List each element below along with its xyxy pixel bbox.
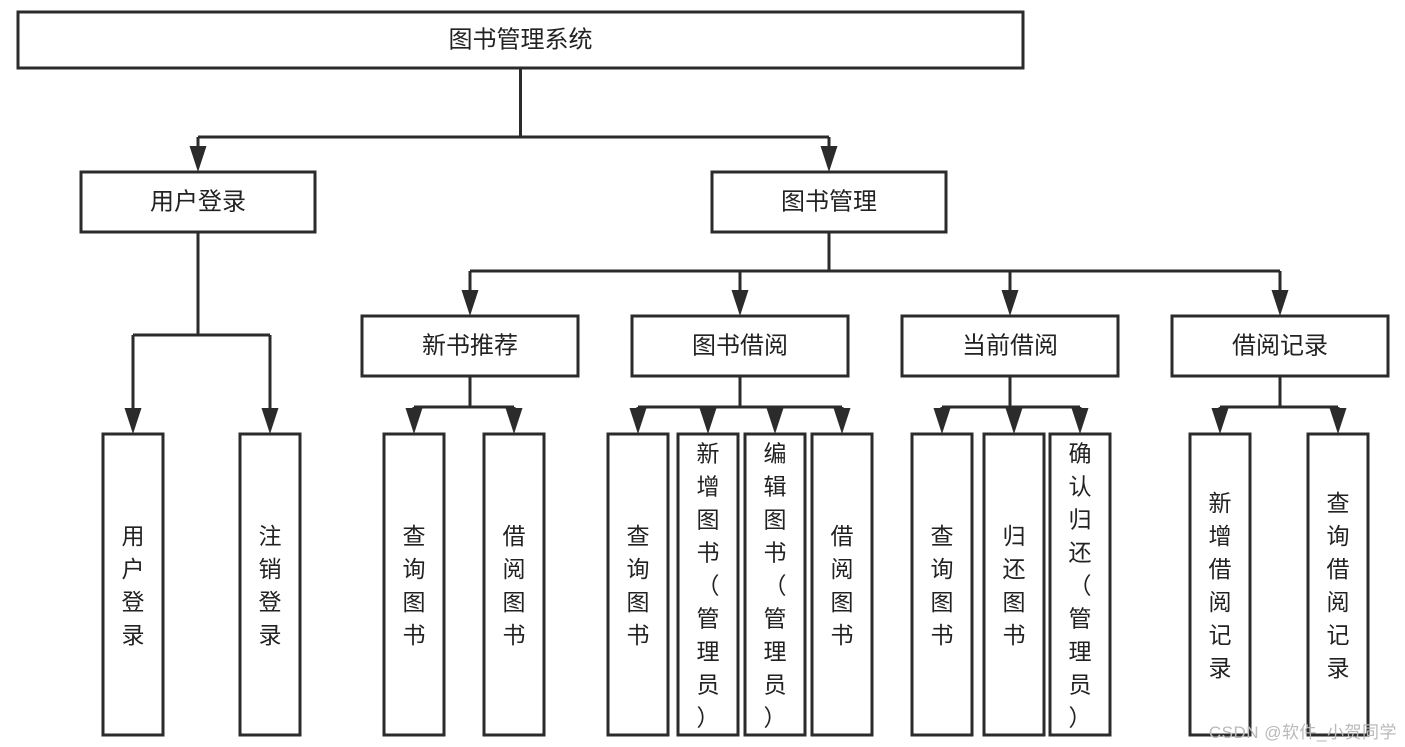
arrow-head-icon — [629, 408, 647, 434]
arrow-head-icon — [505, 408, 523, 434]
node-用户登录-label: 用户登录 — [122, 523, 145, 648]
node-新书推荐-label: 新书推荐 — [422, 332, 518, 359]
csdn-watermark: CSDN @软件_小贺同学 — [1208, 723, 1397, 742]
node-图书管理系统-group[interactable]: 图书管理系统 — [16, 10, 1025, 70]
arrow-head-icon — [820, 146, 838, 172]
node-查询图书-label: 查询图书 — [403, 523, 426, 648]
node-查询图书-box[interactable] — [606, 432, 670, 737]
arrow-head-icon — [731, 290, 749, 316]
arrow-head-icon — [766, 408, 784, 434]
connector-group-root — [189, 68, 838, 172]
node-图书借阅-group[interactable]: 图书借阅 — [630, 314, 850, 378]
connector-group-l1_0 — [124, 232, 279, 434]
node-查询图书-label: 查询图书 — [627, 523, 650, 648]
node-查询借阅记录-box[interactable] — [1306, 432, 1370, 737]
node-新增图书管理员-box[interactable] — [676, 432, 740, 737]
arrow-head-icon — [833, 408, 851, 434]
node-用户登录-group[interactable]: 用户登录 — [79, 170, 317, 234]
node-图书借阅-box[interactable] — [630, 314, 850, 378]
connector-group-l2_3 — [1211, 376, 1347, 434]
node-查询图书-group[interactable]: 查询图书 — [606, 432, 670, 737]
node-当前借阅-box[interactable] — [900, 314, 1120, 378]
arrow-head-icon — [124, 408, 142, 434]
arrow-head-icon — [261, 408, 279, 434]
node-图书管理-label: 图书管理 — [781, 188, 877, 215]
connector-group-l2_1 — [629, 376, 851, 434]
node-图书管理-box[interactable] — [710, 170, 948, 234]
node-当前借阅-group[interactable]: 当前借阅 — [900, 314, 1120, 378]
node-用户登录-box[interactable] — [101, 432, 165, 737]
node-注销登录-label: 注销登录 — [259, 523, 282, 648]
node-借阅图书-box[interactable] — [482, 432, 546, 737]
arrow-head-icon — [933, 408, 951, 434]
node-借阅图书-group[interactable]: 借阅图书 — [482, 432, 546, 737]
node-确认归还管理员-group[interactable]: 确认归还（管理员） — [1048, 432, 1112, 737]
node-图书借阅-label: 图书借阅 — [692, 332, 788, 359]
arrow-head-icon — [461, 290, 479, 316]
node-编辑图书管理员-box[interactable] — [743, 432, 807, 737]
connector-layer — [124, 68, 1347, 434]
node-新书推荐-group[interactable]: 新书推荐 — [360, 314, 580, 378]
arrow-head-icon — [1211, 408, 1229, 434]
node-新增图书管理员-label: 新增图书（管理员） — [697, 441, 720, 731]
node-图书管理系统-box[interactable] — [16, 10, 1025, 70]
arrow-head-icon — [1001, 290, 1019, 316]
node-确认归还管理员-box[interactable] — [1048, 432, 1112, 737]
node-查询借阅记录-group[interactable]: 查询借阅记录 — [1306, 432, 1370, 737]
node-编辑图书管理员-label: 编辑图书（管理员） — [764, 441, 787, 731]
node-注销登录-group[interactable]: 注销登录 — [238, 432, 302, 737]
node-图书管理-group[interactable]: 图书管理 — [710, 170, 948, 234]
node-查询图书-label: 查询图书 — [931, 523, 954, 648]
arrow-head-icon — [699, 408, 717, 434]
arrow-head-icon — [1005, 408, 1023, 434]
node-layer: 图书管理系统用户登录图书管理新书推荐图书借阅当前借阅借阅记录用户登录注销登录查询… — [16, 10, 1390, 737]
arrow-head-icon — [1271, 290, 1289, 316]
node-借阅记录-label: 借阅记录 — [1232, 332, 1328, 359]
node-新增图书管理员-group[interactable]: 新增图书（管理员） — [676, 432, 740, 737]
arrow-head-icon — [189, 146, 207, 172]
node-新增借阅记录-label: 新增借阅记录 — [1209, 490, 1232, 681]
node-注销登录-box[interactable] — [238, 432, 302, 737]
node-借阅记录-box[interactable] — [1170, 314, 1390, 378]
node-借阅图书-box[interactable] — [810, 432, 874, 737]
node-新增借阅记录-group[interactable]: 新增借阅记录 — [1188, 432, 1252, 737]
connector-group-l2_2 — [933, 376, 1089, 434]
node-查询图书-group[interactable]: 查询图书 — [910, 432, 974, 737]
node-借阅图书-group[interactable]: 借阅图书 — [810, 432, 874, 737]
node-借阅图书-label: 借阅图书 — [503, 523, 526, 648]
node-查询借阅记录-label: 查询借阅记录 — [1327, 490, 1350, 681]
node-归还图书-box[interactable] — [982, 432, 1046, 737]
arrow-head-icon — [1329, 408, 1347, 434]
arrow-head-icon — [1071, 408, 1089, 434]
node-用户登录-group[interactable]: 用户登录 — [101, 432, 165, 737]
node-查询图书-group[interactable]: 查询图书 — [382, 432, 446, 737]
node-当前借阅-label: 当前借阅 — [962, 332, 1058, 359]
node-新书推荐-box[interactable] — [360, 314, 580, 378]
connector-group-l1_1 — [461, 232, 1289, 316]
node-图书管理系统-label: 图书管理系统 — [449, 26, 593, 53]
node-用户登录-box[interactable] — [79, 170, 317, 234]
connector-group-l2_0 — [405, 376, 523, 434]
node-确认归还管理员-label: 确认归还（管理员） — [1069, 441, 1092, 731]
node-归还图书-group[interactable]: 归还图书 — [982, 432, 1046, 737]
node-查询图书-box[interactable] — [382, 432, 446, 737]
node-用户登录-label: 用户登录 — [150, 188, 246, 215]
node-借阅记录-group[interactable]: 借阅记录 — [1170, 314, 1390, 378]
node-借阅图书-label: 借阅图书 — [831, 523, 854, 648]
node-查询图书-box[interactable] — [910, 432, 974, 737]
node-归还图书-label: 归还图书 — [1003, 523, 1026, 648]
node-新增借阅记录-box[interactable] — [1188, 432, 1252, 737]
node-编辑图书管理员-group[interactable]: 编辑图书（管理员） — [743, 432, 807, 737]
arrow-head-icon — [405, 408, 423, 434]
